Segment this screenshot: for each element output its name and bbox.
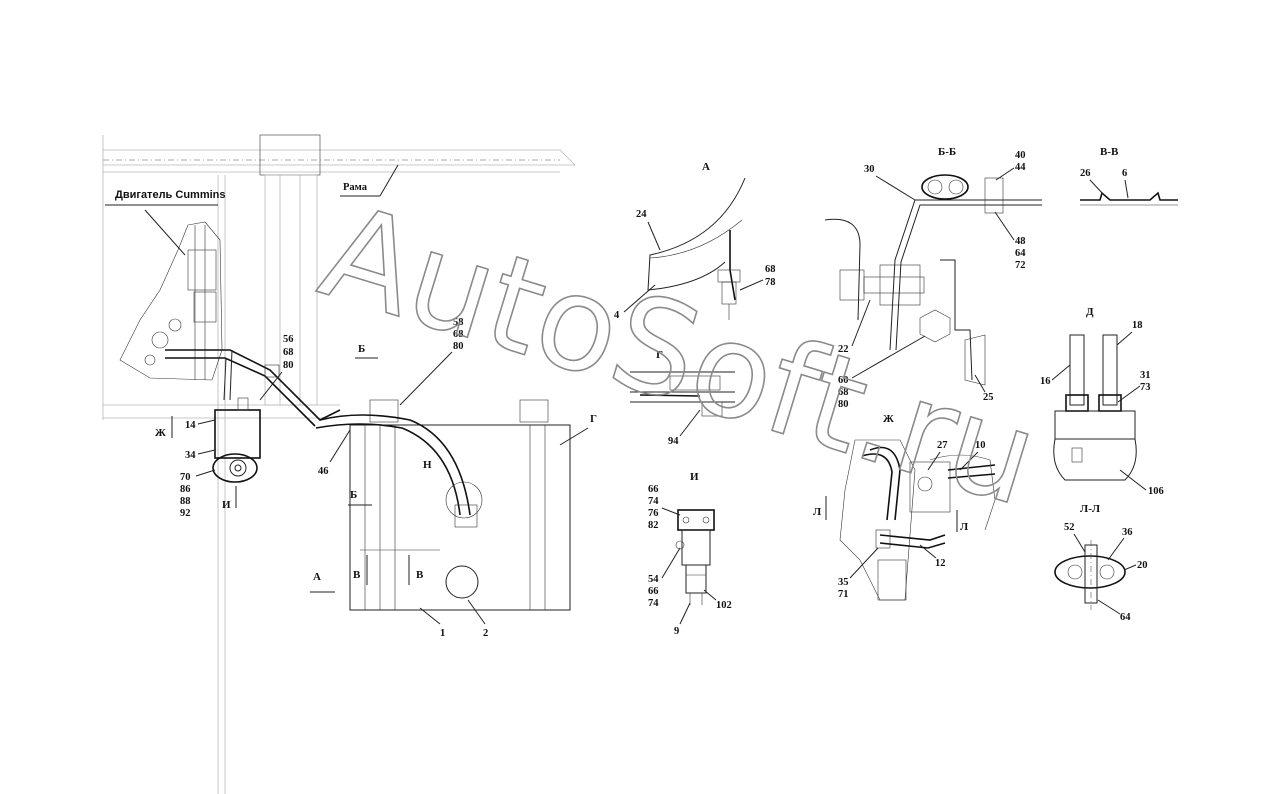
callout-56-group: 56 68 80 <box>259 334 294 401</box>
callout-16: 16 <box>1040 376 1051 387</box>
frame-rail <box>102 134 576 794</box>
callout-27: 27 <box>937 440 948 451</box>
callout-86: 86 <box>180 484 191 495</box>
callout-82: 82 <box>648 520 659 531</box>
callout-12: 12 <box>935 558 946 569</box>
callout-80c: 80 <box>838 399 849 410</box>
view-a-title: А <box>702 161 710 173</box>
arrow-b1: Б <box>358 343 365 355</box>
callout-60: 60 <box>838 375 849 386</box>
callout-26: 26 <box>1080 168 1091 179</box>
callout-64a: 64 <box>1015 248 1026 259</box>
callout-34: 34 <box>185 450 196 461</box>
view-zh-title: Ж <box>883 413 894 425</box>
callout-22: 22 <box>838 344 849 355</box>
arrow-zh: Ж <box>155 427 166 439</box>
callout-56: 56 <box>283 334 294 345</box>
arrow-a: А <box>313 571 321 583</box>
section-bb: Б-Б 30 40 44 48 64 72 22 60 68 80 25 <box>824 146 1042 410</box>
callout-1: 1 <box>440 628 445 639</box>
callout-48: 48 <box>1015 236 1026 247</box>
callout-71: 71 <box>838 589 849 600</box>
callout-72: 72 <box>1015 260 1026 271</box>
callout-80b: 80 <box>453 341 464 352</box>
callout-64b: 64 <box>1120 612 1131 623</box>
callout-44: 44 <box>1015 162 1026 173</box>
callout-76: 76 <box>648 508 659 519</box>
callout-36: 36 <box>1122 527 1133 538</box>
engine <box>105 204 223 381</box>
frame-label: Рама <box>343 182 368 193</box>
view-arrows: Б Б Н Г В В А Ж И <box>155 343 597 593</box>
view-g-title: Г <box>656 349 663 361</box>
arrow-v2: В <box>416 569 424 581</box>
arrow-l1: Л <box>813 506 822 518</box>
arrow-v1: В <box>353 569 361 581</box>
callout-58-group: 58 68 80 <box>399 317 464 406</box>
callout-6: 6 <box>1122 168 1127 179</box>
callout-74b: 74 <box>648 598 659 609</box>
callout-78: 78 <box>765 277 776 288</box>
callout-31: 31 <box>1140 370 1151 381</box>
section-ll-title: Л-Л <box>1080 503 1101 515</box>
main-view: Двигатель Cummins Рама 56 68 80 58 68 80… <box>102 134 597 794</box>
callout-46: 46 <box>318 466 329 477</box>
callout-9: 9 <box>674 626 679 637</box>
detail-view-i: И 66 74 76 82 54 66 74 9 102 <box>648 471 732 637</box>
arrow-g: Г <box>590 413 597 425</box>
callout-102: 102 <box>716 600 732 611</box>
detail-view-a: А 24 4 68 78 <box>614 161 776 321</box>
watermark: AutoSoft.ru <box>306 175 1054 535</box>
arrow-b2: Б <box>350 489 357 501</box>
callout-54: 54 <box>648 574 659 585</box>
detail-view-g: Г 94 <box>630 349 735 447</box>
callout-66b: 66 <box>648 586 659 597</box>
arrow-l2: Л <box>960 521 969 533</box>
section-ll: Л-Л 52 36 20 64 <box>1054 503 1148 623</box>
callout-30: 30 <box>864 164 875 175</box>
callout-70-group: 70 86 88 92 <box>180 469 216 519</box>
callout-73: 73 <box>1140 382 1151 393</box>
callout-24: 24 <box>636 209 647 220</box>
callout-68: 68 <box>283 347 294 358</box>
callout-35: 35 <box>838 577 849 588</box>
section-vv-title: В-В <box>1100 146 1119 158</box>
fuel-filter <box>212 397 261 483</box>
section-vv: В-В 26 6 <box>1080 146 1178 206</box>
arrow-d: Н <box>423 459 432 471</box>
callout-70: 70 <box>180 472 191 483</box>
callout-10: 10 <box>975 440 986 451</box>
view-i-title: И <box>690 471 699 483</box>
callout-80: 80 <box>283 360 294 371</box>
callout-18: 18 <box>1132 320 1143 331</box>
view-d-title: Д <box>1086 306 1094 318</box>
callout-74: 74 <box>648 496 659 507</box>
callout-20: 20 <box>1137 560 1148 571</box>
callout-92: 92 <box>180 508 191 519</box>
callout-68c: 68 <box>765 264 776 275</box>
callout-58: 58 <box>453 317 464 328</box>
callout-68d: 68 <box>838 387 849 398</box>
callout-2: 2 <box>483 628 488 639</box>
callout-66: 66 <box>648 484 659 495</box>
callout-88: 88 <box>180 496 191 507</box>
section-bb-title: Б-Б <box>938 146 956 158</box>
callout-94: 94 <box>668 436 679 447</box>
engine-label: Двигатель Cummins <box>115 189 226 201</box>
fuel-lines <box>165 349 341 427</box>
detail-view-d: Д 16 18 31 73 106 <box>1040 306 1164 497</box>
callout-14: 14 <box>185 420 196 431</box>
callout-52: 52 <box>1064 522 1075 533</box>
fuel-tank <box>315 399 571 611</box>
callout-25: 25 <box>983 392 994 403</box>
callout-4: 4 <box>614 310 620 321</box>
detail-view-zh: Ж 27 10 12 35 71 Л Л <box>813 413 996 601</box>
arrow-i: И <box>222 499 231 511</box>
callout-40: 40 <box>1015 150 1026 161</box>
callout-68b: 68 <box>453 329 464 340</box>
callout-106: 106 <box>1148 486 1164 497</box>
